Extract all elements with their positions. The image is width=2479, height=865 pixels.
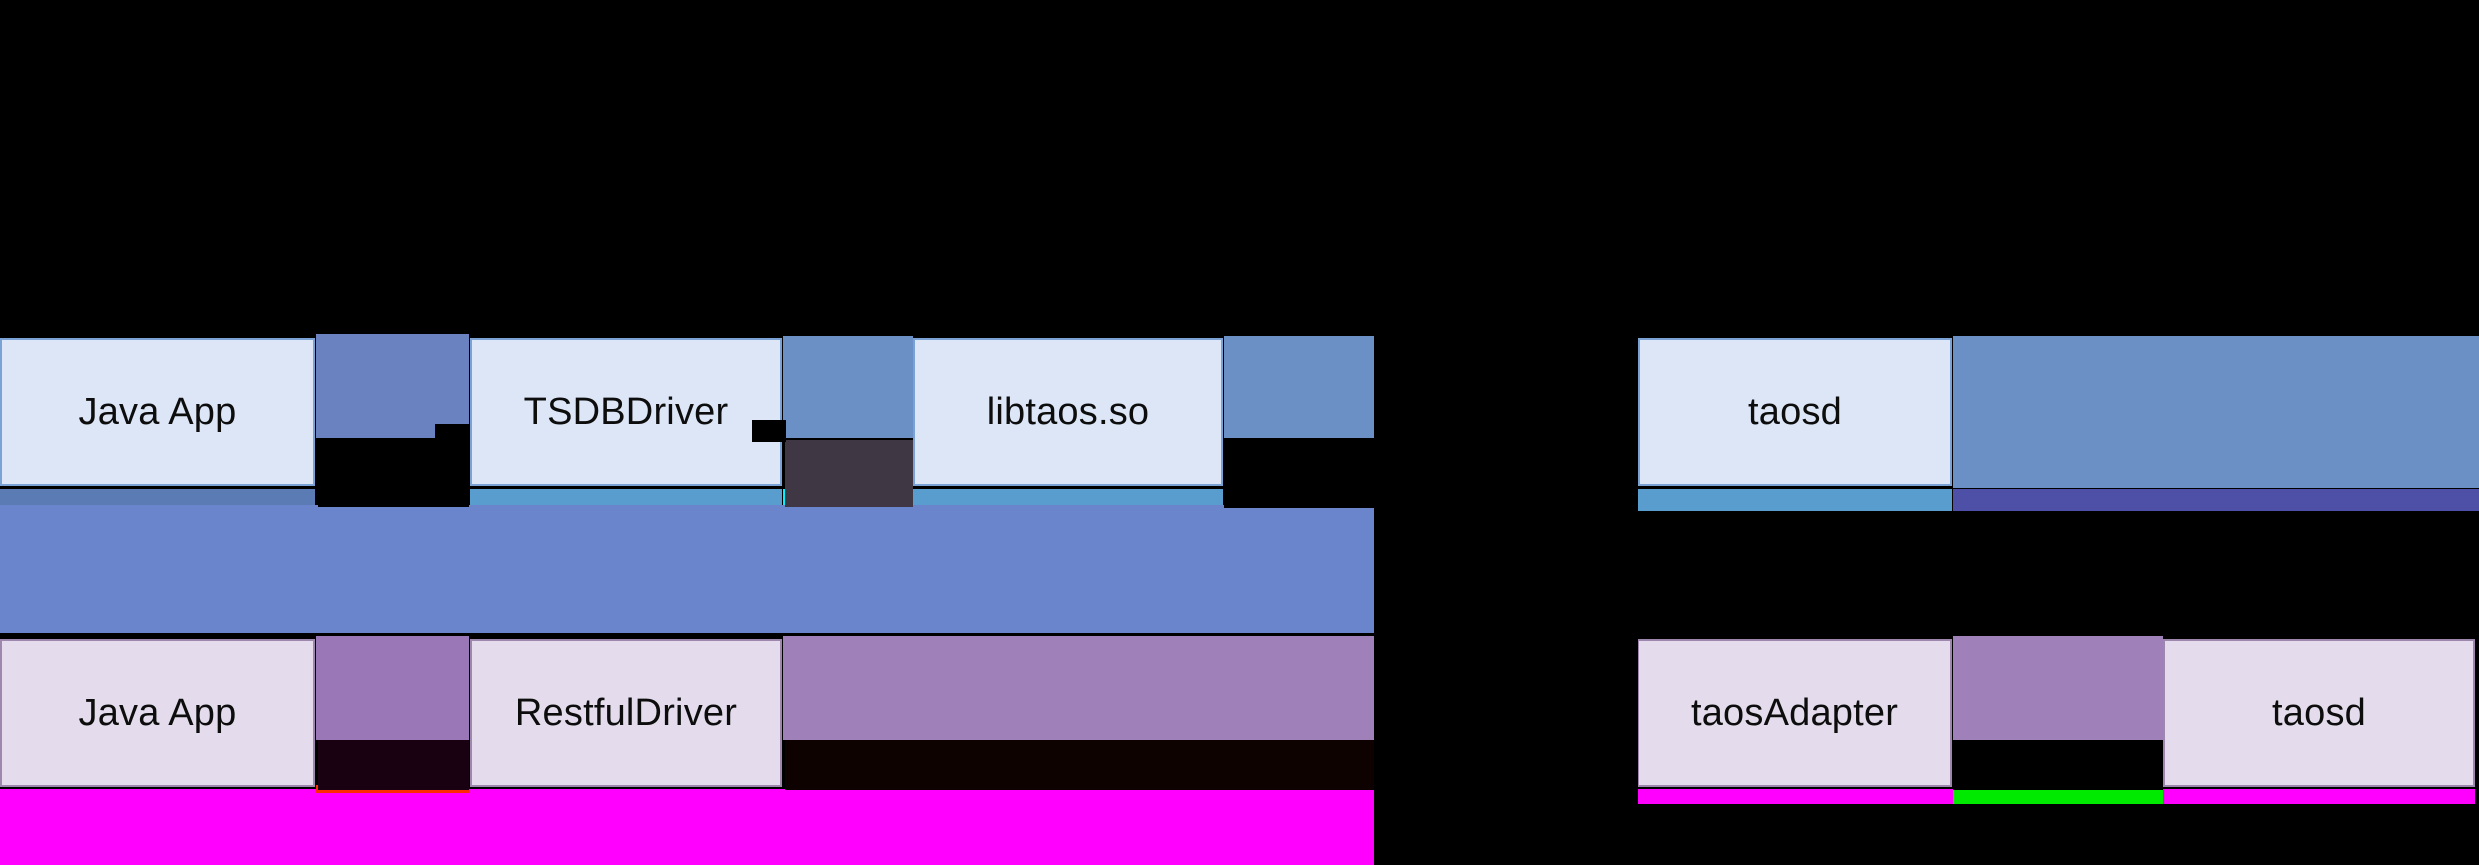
band-rest-magenta-app (0, 789, 1374, 865)
node-java-app-rest[interactable]: Java App (0, 639, 315, 787)
node-label: Java App (78, 390, 237, 433)
band-rest-green (1953, 789, 2163, 804)
band-native-under-app (0, 489, 315, 507)
mask-center-column (1374, 334, 1638, 865)
node-libtaos-so[interactable]: libtaos.so (913, 338, 1223, 486)
mask-rest-arrow-1 (318, 740, 469, 790)
node-label: RestfulDriver (514, 691, 738, 734)
mask-rest-arrow-2 (785, 740, 1374, 790)
node-taos-adapter[interactable]: taosAdapter (1637, 639, 1952, 787)
node-label: taosAdapter (1690, 691, 1899, 734)
band-native-taosd-under (1638, 489, 1952, 511)
band-native-arrow-3 (1224, 336, 1374, 438)
band-rest-arrow-3 (1953, 636, 2163, 740)
mask-rest-arrow-3 (1953, 740, 2163, 790)
node-label: libtaos.so (986, 390, 1150, 433)
node-label: taosd (1748, 390, 1842, 433)
mask-native-arrow-1 (318, 438, 469, 507)
node-label: TSDBDriver (523, 390, 729, 433)
band-rest-arrow-1 (316, 636, 469, 740)
mask-legend-text-3 (2240, 258, 2479, 286)
node-tsdb-driver[interactable]: TSDBDriver (470, 338, 782, 486)
band-native-under-tsdb (470, 489, 782, 507)
node-taosd-native[interactable]: taosd (1638, 338, 1952, 486)
band-native-taosd-deep (1953, 489, 2479, 511)
band-native-taosd-right (1953, 336, 2479, 488)
band-native-mid (0, 505, 1374, 633)
node-restful-driver[interactable]: RestfulDriver (470, 639, 782, 787)
mask-native-arrow-2 (785, 440, 913, 507)
mask-native-arrow-2-head (752, 420, 786, 442)
node-label: Java App (78, 691, 237, 734)
mask-top (0, 0, 2479, 334)
node-java-app-native[interactable]: Java App (0, 338, 315, 486)
band-native-under-libtaos (913, 489, 1223, 507)
mask-native-arrow-1-head (435, 424, 469, 442)
band-rest-magenta-taosd (2163, 789, 2475, 804)
band-rest-arrow-2 (783, 636, 1374, 740)
node-taosd-rest[interactable]: taosd (2163, 639, 2475, 787)
band-rest-magenta-adapter (1637, 789, 1953, 804)
band-native-arrow-1 (316, 334, 469, 438)
mask-legend-text-1 (2240, 188, 2479, 214)
node-label: taosd (2272, 691, 2366, 734)
band-native-arrow-2 (783, 336, 913, 438)
